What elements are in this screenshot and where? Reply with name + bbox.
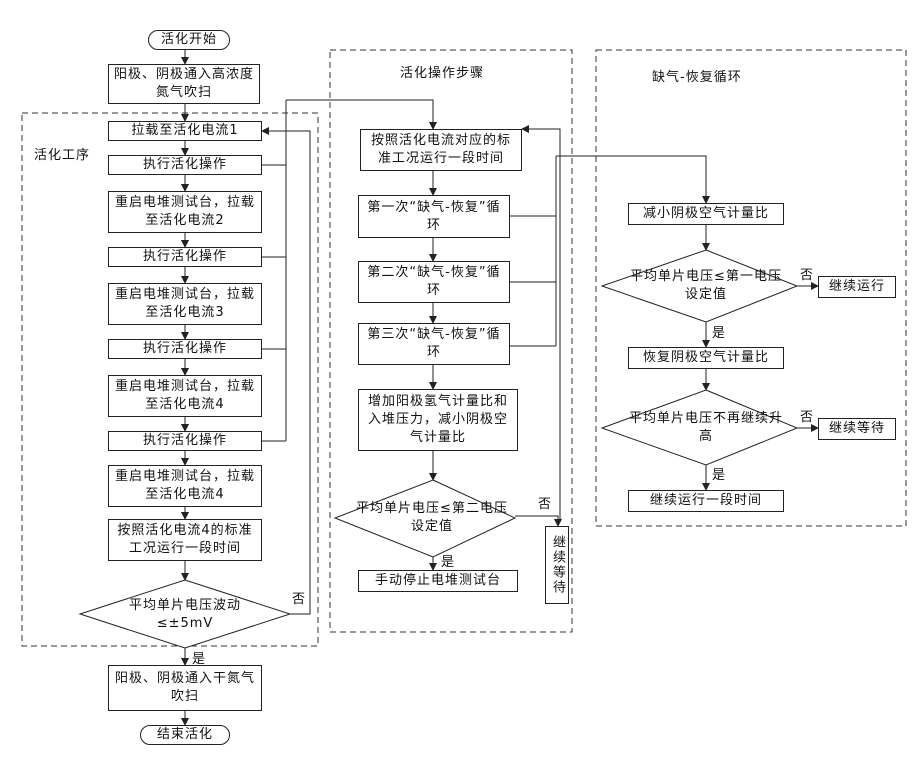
cycle1-box: 第一次“缺气-恢复”循环 [358, 195, 510, 238]
reload-current3-box: 重启电堆测试台，拉载至活化电流3 [108, 283, 262, 325]
run-standard-box: 按照活化电流4的标准工况运行一段时间 [108, 519, 262, 561]
run-std-current-box: 按照活化电流对应的标准工况运行一段时间 [360, 129, 522, 171]
increase-hydrogen-box: 增加阳极氢气计量比和入堆压力，减小阴极空气计量比 [358, 389, 518, 451]
reload-current2-box: 重启电堆测试台，拉载至活化电流2 [108, 191, 262, 233]
right-yes2-label: 是 [712, 464, 726, 483]
exec-activation3-box: 执行活化操作 [108, 339, 262, 359]
purge-in-box: 阳极、阴极通入高浓度氮气吹扫 [108, 64, 260, 104]
start-node: 活化开始 [148, 30, 230, 50]
middle-yes-label: 是 [441, 551, 455, 570]
middle-no-label: 否 [538, 493, 552, 512]
cycle-label: 缺气-恢复循环 [652, 66, 742, 85]
right-decision1-text: 平均单片电压≤第一电压设定值 [626, 268, 786, 304]
middle-no-branch [515, 516, 558, 526]
right-no2-label: 否 [800, 406, 814, 425]
exec-activation4-box: 执行活化操作 [108, 431, 262, 451]
left-decision-text: 平均单片电压波动≤±5mV [108, 598, 262, 632]
right-yes1-label: 是 [712, 322, 726, 341]
exec-activation2-box: 执行活化操作 [108, 247, 262, 267]
activation-steps-label: 活化操作步骤 [400, 62, 484, 81]
end-node: 结束活化 [140, 725, 230, 745]
restore-air-box: 恢复阴极空气计量比 [628, 347, 784, 369]
left-no-label: 否 [292, 588, 306, 607]
exec-activation1-box: 执行活化操作 [108, 155, 262, 175]
continue-run-box: 继续运行 [818, 276, 896, 298]
reload-current4b-box: 重启电堆测试台，拉载至活化电流4 [108, 465, 262, 507]
activation-process-label: 活化工序 [34, 144, 90, 163]
continue-run-period-box: 继续运行一段时间 [628, 490, 784, 512]
middle-decision-text: 平均单片电压≤第二电压设定值 [352, 500, 512, 536]
purge-out-box: 阳极、阴极通入干氮气吹扫 [108, 665, 262, 711]
wait-loop [522, 129, 560, 522]
reload-current4-box: 重启电堆测试台，拉载至活化电流4 [108, 375, 262, 417]
right-no1-label: 否 [800, 264, 814, 283]
cycle2-box: 第二次“缺气-恢复”循环 [358, 261, 510, 303]
continue-wait-box: 继续等待 [818, 418, 896, 440]
stop-testbench-box: 手动停止电堆测试台 [358, 570, 518, 592]
cycle-links [510, 156, 706, 346]
load-current1-box: 拉载至活化电流1 [108, 121, 262, 141]
right-decision2-text: 平均单片电压不再继续升高 [626, 410, 786, 446]
reduce-air-box: 减小阴极空气计量比 [628, 203, 784, 225]
cycle3-box: 第三次“缺气-恢复”循环 [358, 323, 510, 365]
wait-box: 继续等待 [545, 526, 569, 604]
